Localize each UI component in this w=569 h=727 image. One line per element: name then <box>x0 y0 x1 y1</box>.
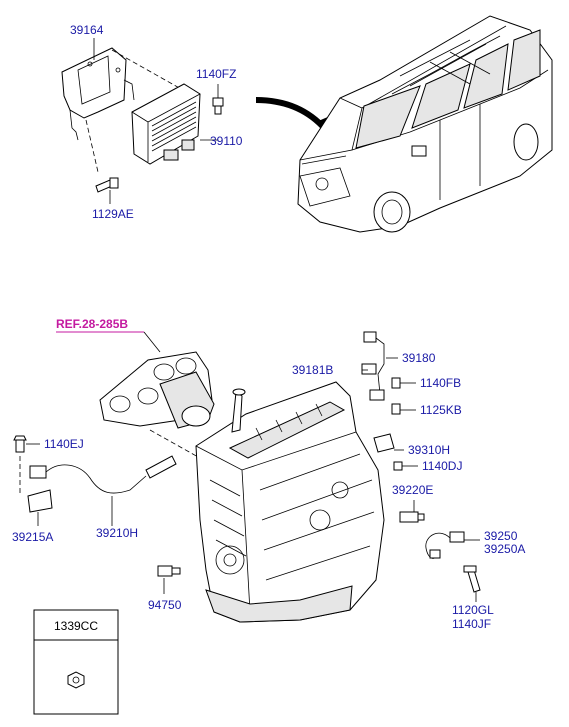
inset-box-title: 1339CC <box>54 619 98 633</box>
label-ref-28-285B: REF.28-285B <box>56 317 128 331</box>
label-1129AE: 1129AE <box>92 207 134 221</box>
label-94750: 94750 <box>148 598 182 612</box>
sensor-bracket-39215A <box>27 489 53 513</box>
label-1140FZ: 1140FZ <box>196 67 236 81</box>
ecu-bracket-39164 <box>61 47 135 141</box>
sensor-39180 <box>363 331 385 401</box>
label-39110: 39110 <box>210 134 243 148</box>
nut-icon <box>67 671 85 689</box>
location-arrow <box>255 97 329 133</box>
van-illustration <box>297 15 553 233</box>
inset-box-1339CC: 1339CC <box>33 609 119 715</box>
bolt-1140EJ <box>13 435 27 453</box>
bolt-1120GL-1140JF <box>463 565 481 593</box>
sensor-94750 <box>157 565 181 577</box>
label-39250A: 39250A <box>484 542 525 556</box>
label-39220E: 39220E <box>392 483 433 497</box>
label-39210H: 39210H <box>96 526 138 540</box>
label-1120GL: 1120GL <box>452 603 494 617</box>
sensor-clip-39181B <box>361 363 377 375</box>
dash-bracket-ecu <box>111 49 191 95</box>
label-39181B: 39181B <box>292 363 333 377</box>
ecu-module-39110 <box>131 83 201 165</box>
leader-ref <box>143 331 161 353</box>
exhaust-manifold-catalyst <box>99 351 215 429</box>
label-39164: 39164 <box>70 23 104 37</box>
sensor-39250 <box>425 531 465 559</box>
oxygen-sensor-39210H <box>29 455 177 494</box>
dash-bracket-bolt <box>85 119 99 173</box>
label-1140EJ: 1140EJ <box>44 437 84 451</box>
bolt-1125KB <box>391 403 401 415</box>
label-1140FB: 1140FB <box>420 376 461 390</box>
label-39180: 39180 <box>402 351 436 365</box>
label-39250: 39250 <box>484 529 518 543</box>
engine-block <box>195 381 385 623</box>
label-39310H: 39310H <box>408 443 450 457</box>
bolt-1140FB <box>391 377 401 389</box>
label-1125KB: 1125KB <box>420 403 462 417</box>
bolt-1129AE <box>95 177 119 193</box>
label-1140DJ: 1140DJ <box>422 459 462 473</box>
sensor-39220E <box>399 511 425 523</box>
bolt-1140FZ <box>212 97 224 115</box>
label-1140JF: 1140JF <box>452 617 491 631</box>
label-39215A: 39215A <box>12 530 53 544</box>
sensor-39310H <box>373 433 403 471</box>
